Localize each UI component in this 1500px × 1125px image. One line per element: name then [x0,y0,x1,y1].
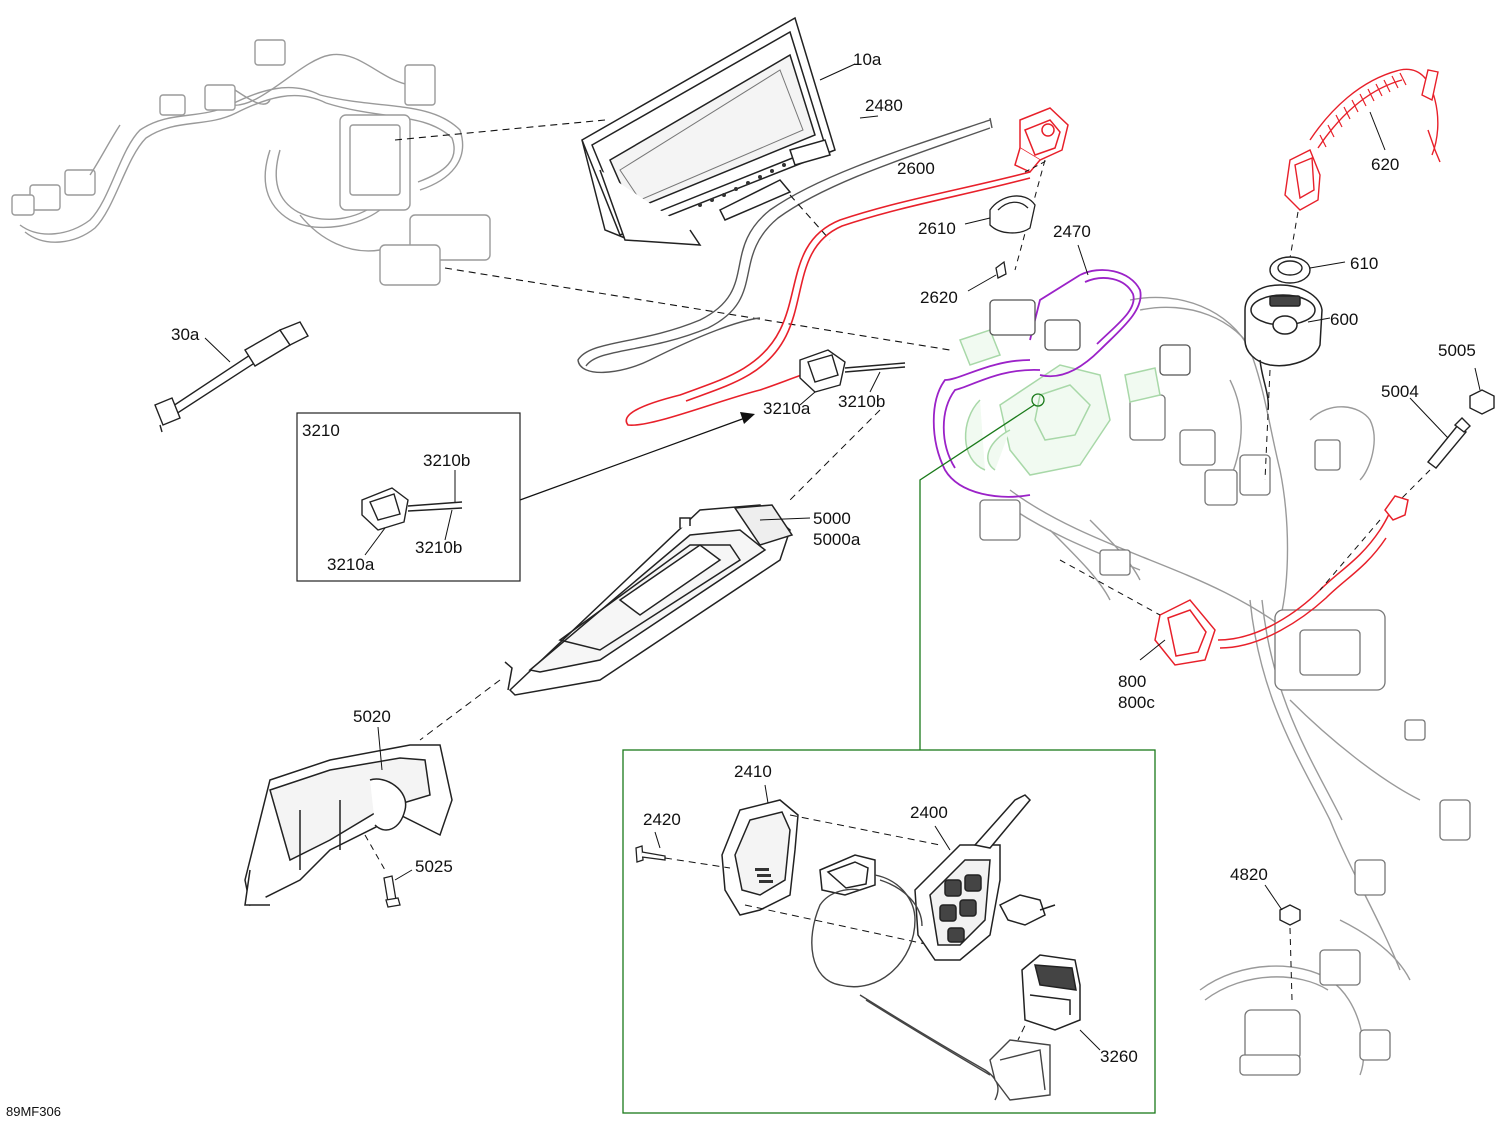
diagram-code: 89MF306 [6,1104,61,1119]
leader-3260 [1079,1029,1101,1051]
switch-red-top [1014,107,1069,173]
inset-pointer-arrow [519,412,755,501]
part-3210a-connector [799,349,906,393]
label-5020: 5020 [353,707,391,726]
label-3210a: 3210a [763,399,811,418]
label-2480: 2480 [865,96,903,115]
part-610-ring [1269,256,1311,284]
inset-label-3210a: 3210a [327,555,375,574]
leader-10a [819,63,856,81]
leader-2410 [764,784,769,804]
leader-3210a [799,391,816,406]
label-2420: 2420 [643,810,681,829]
label-600: 600 [1330,310,1359,329]
harness-connectors-grey [979,394,1471,1076]
part-800-red-cable [1154,495,1409,666]
part-2610-clip [989,195,1036,234]
label-610: 610 [1350,254,1379,273]
leader-610 [1309,261,1346,269]
label-2600: 2600 [897,159,935,178]
leader-bolt-down [1399,469,1431,501]
part-600-switch [1244,284,1323,411]
leader-5000 [759,517,811,521]
leader-2610 [964,217,991,225]
label-10a: 10a [853,50,882,69]
part-2400-switch [819,794,1056,961]
label-2400: 2400 [910,803,948,822]
leader-2420 [654,831,661,849]
label-800: 800 800c [1118,672,1155,712]
part-5025-screw [383,875,401,908]
label-5005: 5005 [1438,341,1476,360]
part-4820-nut [1279,904,1301,926]
part-2420-screw [635,845,666,863]
leader-600-down [1264,369,1271,481]
label-2610: 2610 [918,219,956,238]
part-5004-bolt [1426,417,1471,469]
leader-2400 [934,825,951,851]
leader-2470 [1077,244,1089,276]
leader-800-left [1059,559,1161,616]
inset-3210-box [296,412,521,582]
inset-wire-loop [811,874,1051,1101]
part-620-red-lanyard [1284,68,1441,211]
leader-5004 [1409,397,1449,439]
leader-800-dash [1319,519,1381,591]
part-2600-red-wire [625,171,1031,426]
label-3210b: 3210b [838,392,886,411]
leader-5000-up [789,409,881,501]
instrument-cluster-10a [581,16,836,246]
leader-5025-dash [364,834,386,871]
harness-connectors-top [989,299,1191,376]
label-5025: 5025 [415,857,453,876]
inset-label-3210b-bottom: 3210b [415,538,463,557]
label-5004: 5004 [1381,382,1419,401]
main-harness-grey [999,296,1421,1076]
part-30a-cable [154,321,309,433]
wiring-harness-left [11,39,491,286]
label-3260: 3260 [1100,1047,1138,1066]
leader-4820-down [1289,927,1293,1001]
leader-620 [1369,111,1386,151]
leader-30a [204,337,231,363]
part-5005-nut [1469,389,1495,415]
part-5000-cover [504,504,794,696]
leader-800 [1139,639,1166,661]
label-4820: 4820 [1230,865,1268,884]
leader-4820 [1264,884,1283,911]
label-30a: 30a [171,325,200,344]
leader-5000-down [419,679,501,741]
label-2620: 2620 [920,288,958,307]
part-2410-cover [721,799,799,916]
leader-lines-harness [394,119,951,351]
leader-2620 [967,274,997,292]
leader-cluster-harness [789,194,831,241]
leader-lanyard-down [1289,211,1299,259]
part-3260-switch [1021,954,1081,1031]
inset-label-3210b-top: 3210b [423,451,471,470]
green-callout [622,393,1156,1114]
leader-600 [1307,317,1331,323]
leader-5020 [377,726,383,771]
label-2410: 2410 [734,762,772,781]
inset-3210-title: 3210 [302,421,340,440]
label-5000: 5000 5000a [813,509,861,549]
leader-2480 [859,115,879,119]
part-2480-strip [577,117,993,374]
label-2470: 2470 [1053,222,1091,241]
part-2620-screw [995,260,1007,279]
leader-5005 [1474,367,1481,391]
switch-ghost-green [959,329,1161,476]
label-620: 620 [1371,155,1400,174]
part-5020-bracket [244,744,453,907]
leader-5025 [394,869,413,881]
leader-3210b [869,371,881,393]
